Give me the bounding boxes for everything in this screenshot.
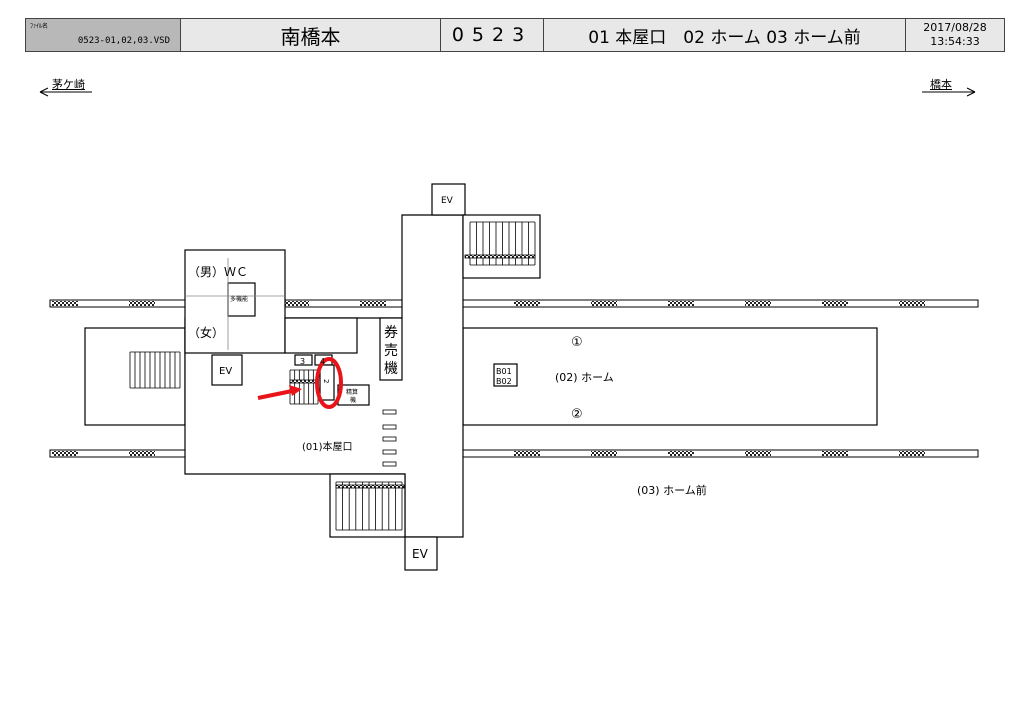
station-code: 0523 [441, 19, 544, 51]
ticket-gate [382, 409, 397, 415]
fare-adjust-char-1: 精算 [346, 388, 358, 396]
stair-3-label: 3 [300, 357, 305, 366]
file-name: 0523-01,02,03.VSD [77, 36, 170, 46]
track-tile [822, 451, 848, 456]
ticket-gate [382, 424, 397, 430]
file-cell: ﾌｧｲﾙ名 0523-01,02,03.VSD [26, 19, 181, 51]
wc-female-label: （女） [188, 325, 224, 340]
track-1-label: ① [571, 335, 583, 350]
ticket-machine-char-3: 機 [384, 361, 398, 377]
time: 13:54:33 [930, 35, 980, 48]
date: 2017/08/28 [923, 21, 987, 34]
track-tile [822, 301, 848, 306]
fare-adjust-char-2: 機 [350, 396, 356, 404]
elevator-bottom [404, 536, 438, 571]
track-tile [899, 301, 925, 306]
timestamp-cell: 2017/08/28 13:54:33 [906, 19, 1004, 51]
ticket-machine-char-2: 売 [384, 343, 398, 359]
ticket-machine-char-1: 券 [384, 325, 398, 341]
locker-b02: B02 [496, 377, 512, 386]
inner-room [284, 317, 358, 354]
track-tile [745, 451, 771, 456]
track-tile [899, 451, 925, 456]
stair-top-enclosure [462, 214, 541, 279]
arrow-left-icon [39, 87, 92, 97]
stair-bottom-enclosure [329, 473, 406, 538]
station-name: 南橋本 [181, 19, 441, 51]
direction-right-label: 橋本 [930, 78, 952, 91]
ticket-gate [382, 461, 397, 467]
wc-label: （男）ＷＣ [188, 265, 248, 279]
track-tile [591, 301, 617, 306]
ticket-machine [379, 317, 403, 381]
escalator-2-label: 2 [322, 379, 330, 383]
track-2-label: ② [571, 407, 583, 422]
track-tile [745, 301, 771, 306]
track-tile [514, 301, 540, 306]
elevator-bottom-label: EV [412, 547, 429, 561]
elevator-left [211, 354, 243, 386]
entrance-label: (01)本屋口 [302, 440, 353, 453]
escalator-2 [319, 364, 335, 401]
highlight-ellipse [315, 357, 343, 409]
multipurpose-label: 多機能 [230, 295, 248, 303]
multipurpose-toilet [227, 282, 256, 317]
stair-4-label: 4 [320, 357, 325, 366]
track-tile [52, 451, 78, 456]
track-tile [668, 451, 694, 456]
track-tile [52, 301, 78, 306]
track-tile [668, 301, 694, 306]
platform-label: (02) ホーム [555, 371, 614, 384]
direction-left-label: 茅ケ崎 [52, 78, 85, 91]
title-block: ﾌｧｲﾙ名 0523-01,02,03.VSD 南橋本 0523 01 本屋口 … [25, 18, 1005, 52]
highlight-arrow [257, 389, 293, 400]
ticket-gate [382, 449, 397, 455]
locker-b01: B01 [496, 367, 512, 376]
platform-front-label: (03) ホーム前 [637, 483, 707, 497]
elevator-left-label: EV [219, 366, 232, 377]
ticket-gate [382, 436, 397, 442]
locker [493, 363, 518, 387]
track-tile [283, 301, 309, 306]
arrow-right-icon [922, 87, 976, 97]
file-label: ﾌｧｲﾙ名 [30, 23, 49, 30]
track-tile [514, 451, 540, 456]
track-tile [360, 301, 386, 306]
track-tile [591, 451, 617, 456]
platform [462, 327, 878, 426]
elevator-top [431, 183, 466, 216]
elevator-top-label: EV [441, 196, 454, 206]
area-list: 01 本屋口 02 ホーム 03 ホーム前 [544, 19, 906, 51]
track-tile [129, 301, 155, 306]
platform-left [84, 327, 186, 426]
stair-3-label-box [294, 354, 313, 366]
track-tile [129, 451, 155, 456]
